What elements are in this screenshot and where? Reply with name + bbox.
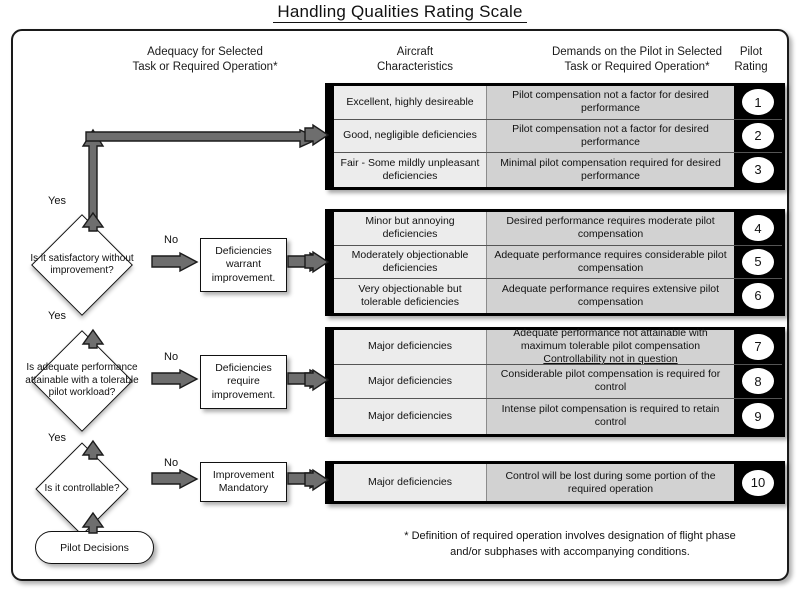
rating-badge: 6 — [742, 282, 774, 309]
arrow-from-pilot-decisions — [81, 511, 105, 534]
rating-badge: 1 — [742, 89, 774, 116]
column-header-rating-line2: Rating — [734, 61, 768, 73]
pilot-rating-cell: 4 — [734, 212, 782, 245]
arrow-yes-from-diamond-3 — [81, 439, 105, 460]
aircraft-characteristics-cell: Major deficiencies — [334, 364, 487, 399]
rating-badge: 2 — [742, 122, 774, 149]
aircraft-characteristics-cell: Good, negligible deficiencies — [334, 119, 487, 153]
column-header-aircraft-characteristics: Aircraft Characteristics — [330, 45, 500, 75]
rating-badge: 7 — [742, 333, 774, 360]
rating-badge: 8 — [742, 368, 774, 395]
rating-badge: 9 — [742, 403, 774, 430]
pilot-rating-cell: 5 — [734, 245, 782, 279]
arrow-right-into-group-1 — [85, 128, 321, 149]
process-box-deficiencies-warrant: Deficiencies warrant improvement. — [200, 238, 287, 292]
page-title: Handling Qualities Rating Scale — [0, 2, 800, 23]
page-title-text: Handling Qualities Rating Scale — [273, 2, 527, 23]
aircraft-characteristics-cell: Excellent, highly desireable — [334, 86, 487, 119]
column-header-pilot-rating: Pilot Rating — [718, 45, 784, 75]
pilot-rating-cell: 7 — [734, 330, 782, 364]
rating-group-3: Major deficiencies Adequate performance n… — [325, 327, 785, 437]
process-box-deficiencies-require: Deficiencies require improvement. — [200, 355, 287, 409]
column-header-adequacy-line1: Adequacy for Selected — [147, 46, 263, 58]
column-header-adequacy: Adequacy for Selected Task or Required O… — [55, 45, 355, 75]
rating-row: Very objectionable but tolerable deficie… — [334, 279, 782, 313]
rating-badge: 5 — [742, 248, 774, 275]
arrow-no-to-box-1 — [151, 251, 199, 273]
aircraft-characteristics-cell: Major deficiencies — [334, 464, 487, 501]
demands-text: Adequate performance not attainable with… — [513, 327, 708, 353]
rating-badge: 3 — [742, 156, 774, 183]
column-header-demands: Demands on the Pilot in Selected Task or… — [478, 45, 796, 75]
flow-label-no-2: No — [164, 351, 179, 363]
start-node-pilot-decisions: Pilot Decisions — [35, 531, 154, 564]
aircraft-characteristics-cell: Minor but annoying deficiencies — [334, 212, 487, 245]
rating-row: Major deficiencies Adequate performance n… — [334, 327, 782, 366]
arrow-yes-from-diamond-2 — [81, 328, 105, 349]
arrow-no-to-box-3 — [151, 468, 199, 490]
column-header-rating-line1: Pilot — [739, 46, 763, 58]
footnote: * Definition of required operation invol… — [370, 528, 770, 560]
rating-row: Fair - Some mildly unpleasant deficienci… — [334, 153, 782, 187]
flow-label-no-3: No — [164, 457, 179, 469]
footnote-line-2: and/or subphases with accompanying condi… — [450, 546, 690, 558]
demands-on-pilot-cell: Adequate performance requires considerab… — [487, 245, 734, 279]
arrowhead-into-group-1 — [304, 123, 330, 147]
column-header-aircraft-line2: Characteristics — [376, 61, 454, 73]
rating-badge: 10 — [742, 469, 774, 496]
flow-label-yes-1: Yes — [48, 195, 66, 207]
rating-badge: 4 — [742, 215, 774, 242]
pilot-rating-cell: 6 — [734, 279, 782, 313]
arrowhead-into-group-4 — [304, 468, 330, 492]
process-box-improvement-mandatory: Improvement Mandatory — [200, 462, 287, 502]
pilot-rating-cell: 3 — [734, 153, 782, 187]
demands-on-pilot-cell: Desired performance requires moderate pi… — [487, 212, 734, 245]
aircraft-characteristics-cell: Major deficiencies — [334, 330, 487, 364]
demands-on-pilot-cell: Considerable pilot compensation is requi… — [487, 364, 734, 399]
pilot-rating-cell: 2 — [734, 119, 782, 153]
footnote-line-1: * Definition of required operation invol… — [404, 530, 736, 542]
pilot-rating-cell: 1 — [734, 86, 782, 119]
aircraft-characteristics-cell: Very objectionable but tolerable deficie… — [334, 279, 487, 313]
pilot-rating-cell: 8 — [734, 364, 782, 399]
flow-label-no-1: No — [164, 234, 179, 246]
pilot-rating-cell: 9 — [734, 399, 782, 434]
aircraft-characteristics-cell: Moderately objectionable deficiencies — [334, 245, 487, 279]
arrow-no-to-box-2 — [151, 368, 199, 390]
demands-on-pilot-cell: Minimal pilot compensation required for … — [487, 153, 734, 187]
demands-on-pilot-cell: Pilot compensation not a factor for desi… — [487, 119, 734, 153]
demands-on-pilot-cell: Adequate performance not attainable with… — [487, 327, 734, 366]
arrow-yes-from-diamond-1 — [81, 211, 105, 232]
pilot-rating-cell: 10 — [734, 464, 782, 501]
demands-on-pilot-cell: Control will be lost during some portion… — [487, 464, 734, 501]
column-header-aircraft-line1: Aircraft — [396, 46, 434, 58]
arrowhead-into-group-3 — [304, 368, 330, 392]
column-header-demands-line2: Task or Required Operation* — [564, 61, 710, 73]
flow-label-yes-2: Yes — [48, 310, 66, 322]
demands-on-pilot-cell: Intense pilot compensation is required t… — [487, 399, 734, 434]
arrowhead-into-group-2 — [304, 250, 330, 274]
demands-on-pilot-cell: Pilot compensation not a factor for desi… — [487, 86, 734, 119]
aircraft-characteristics-cell: Fair - Some mildly unpleasant deficienci… — [334, 153, 487, 187]
column-header-adequacy-line2: Task or Required Operation* — [132, 61, 278, 73]
demands-underlined-note: Controllability not in question — [543, 353, 678, 366]
flow-label-yes-3: Yes — [48, 432, 66, 444]
demands-on-pilot-cell: Adequate performance requires extensive … — [487, 279, 734, 313]
column-header-demands-line1: Demands on the Pilot in Selected — [551, 46, 723, 58]
aircraft-characteristics-cell: Major deficiencies — [334, 399, 487, 434]
rating-group-3-rows: Major deficiencies Adequate performance n… — [334, 327, 782, 434]
